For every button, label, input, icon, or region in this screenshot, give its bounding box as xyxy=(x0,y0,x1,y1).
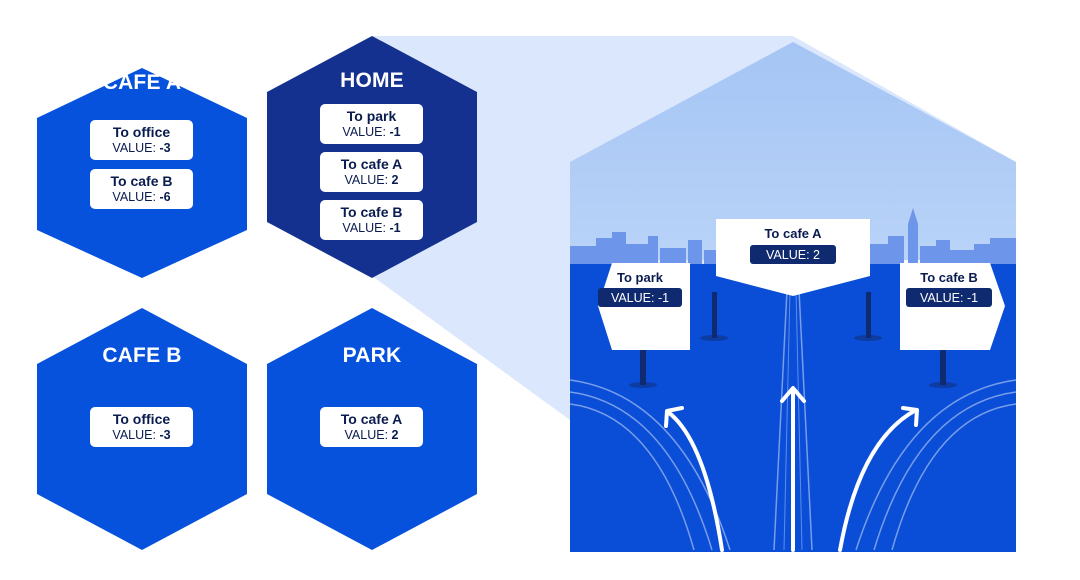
action-label: To office xyxy=(112,124,171,140)
action-value: VALUE: 2 xyxy=(344,428,399,442)
sign-right-value: VALUE: -1 xyxy=(920,291,978,305)
state-hex-home: HOME To park VALUE: -1 To cafe A VALUE: … xyxy=(267,36,477,278)
action-label: To cafe A xyxy=(340,156,403,172)
sign-center: To cafe A VALUE: 2 xyxy=(716,219,870,296)
arrow-left-icon xyxy=(664,406,724,552)
action-value: VALUE: 2 xyxy=(344,173,399,187)
action-card: To cafe B VALUE: -1 xyxy=(320,200,423,240)
action-card: To office VALUE: -3 xyxy=(90,120,193,160)
city-skyline xyxy=(570,208,1016,266)
action-label: To office xyxy=(112,411,171,427)
sign-center-label: To cafe A xyxy=(764,226,822,241)
action-label: To cafe B xyxy=(110,173,173,189)
action-value: VALUE: -1 xyxy=(342,221,401,235)
state-title: PARK xyxy=(342,344,402,367)
action-label: To park xyxy=(346,108,397,124)
action-label: To cafe A xyxy=(340,411,403,427)
action-value: VALUE: -1 xyxy=(342,125,401,139)
sign-poles xyxy=(629,292,957,388)
action-card: To cafe A VALUE: 2 xyxy=(320,152,423,192)
action-value: VALUE: -6 xyxy=(112,190,171,204)
state-hex-cafe-a: CAFE A To office VALUE: -3 To cafe B VAL… xyxy=(37,68,247,278)
arrow-up-icon xyxy=(780,386,806,552)
sign-left: To park VALUE: -1 xyxy=(598,263,690,350)
state-hex-cafe-b: CAFE B To office VALUE: -3 xyxy=(37,308,247,550)
state-hex-park: PARK To cafe A VALUE: 2 xyxy=(267,308,477,550)
sign-right-label: To cafe B xyxy=(920,270,978,285)
action-label: To cafe B xyxy=(340,204,403,220)
state-title: CAFE B xyxy=(102,344,182,367)
state-title: CAFE A xyxy=(102,71,182,94)
action-value: VALUE: -3 xyxy=(112,141,171,155)
action-card: To cafe A VALUE: 2 xyxy=(320,407,423,447)
sign-right: To cafe B VALUE: -1 xyxy=(900,263,1005,350)
sign-center-value: VALUE: 2 xyxy=(766,248,820,262)
action-card: To office VALUE: -3 xyxy=(90,407,193,447)
arrow-right-icon xyxy=(838,406,919,552)
sign-left-label: To park xyxy=(617,270,664,285)
action-card: To cafe B VALUE: -6 xyxy=(90,169,193,209)
state-title: HOME xyxy=(340,69,404,92)
action-card: To park VALUE: -1 xyxy=(320,104,423,144)
action-value: VALUE: -3 xyxy=(112,428,171,442)
sign-left-value: VALUE: -1 xyxy=(611,291,669,305)
